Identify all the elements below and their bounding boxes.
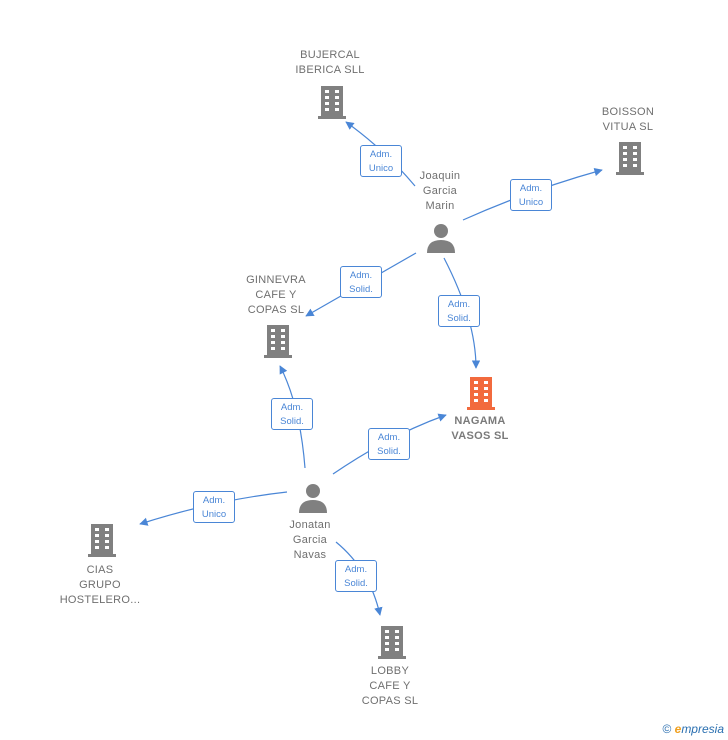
brand-initial: e bbox=[674, 722, 682, 736]
relation-type: Solid. bbox=[344, 578, 368, 589]
company-name-line: GINNEVRA bbox=[246, 274, 306, 286]
company-name-line: GRUPO bbox=[79, 579, 121, 591]
brand-name: mpresia bbox=[681, 722, 724, 736]
building-icon[interactable] bbox=[376, 624, 408, 660]
relation-role: Adm. bbox=[349, 270, 373, 281]
relation-box-joaquin-nagama[interactable]: Adm. Solid. bbox=[438, 295, 480, 327]
relation-type: Unico bbox=[518, 197, 544, 208]
relation-box-joaquin-boisson[interactable]: Adm. Unico bbox=[510, 179, 552, 211]
relation-type: Unico bbox=[201, 509, 227, 520]
person-name-line: Joaquin bbox=[419, 170, 461, 182]
building-icon[interactable] bbox=[86, 522, 118, 558]
company-name-line: COPAS SL bbox=[247, 304, 305, 316]
company-label-ginnevra[interactable]: GINNEVRA CAFE Y COPAS SL bbox=[246, 273, 306, 318]
relation-role: Adm. bbox=[447, 299, 471, 310]
relation-role: Adm. bbox=[369, 149, 393, 160]
company-name-line: COPAS SL bbox=[361, 695, 419, 707]
relation-type: Unico bbox=[368, 163, 394, 174]
company-name-line: HOSTELERO... bbox=[59, 594, 141, 606]
person-name-line: Navas bbox=[293, 549, 327, 561]
company-label-nagama[interactable]: NAGAMA VASOS SL bbox=[451, 414, 508, 444]
company-name-line: NAGAMA bbox=[454, 415, 506, 427]
person-icon[interactable] bbox=[298, 482, 328, 514]
company-label-lobby[interactable]: LOBBY CAFE Y COPAS SL bbox=[362, 664, 419, 709]
company-name-line: BUJERCAL bbox=[300, 49, 360, 61]
company-name-line: VITUA SL bbox=[602, 121, 654, 133]
relation-role: Adm. bbox=[202, 495, 226, 506]
relation-type: Solid. bbox=[377, 446, 401, 457]
relation-role: Adm. bbox=[377, 432, 401, 443]
building-icon[interactable] bbox=[316, 84, 348, 120]
person-label-joaquin[interactable]: Joaquin Garcia Marin bbox=[420, 169, 461, 214]
relation-type: Solid. bbox=[349, 284, 373, 295]
relation-box-jonatan-nagama[interactable]: Adm. Solid. bbox=[368, 428, 410, 460]
company-name-line: BOISSON bbox=[601, 106, 655, 118]
relation-role: Adm. bbox=[280, 402, 304, 413]
company-label-cias[interactable]: CIAS GRUPO HOSTELERO... bbox=[60, 563, 141, 608]
company-name-line: CAFE Y bbox=[369, 680, 411, 692]
relation-box-jonatan-ginnevra[interactable]: Adm. Solid. bbox=[271, 398, 313, 430]
person-icon[interactable] bbox=[426, 222, 456, 254]
company-name-line: VASOS SL bbox=[451, 430, 509, 442]
brand-footer[interactable]: © empresia bbox=[662, 722, 724, 736]
person-name-line: Marin bbox=[425, 200, 455, 212]
person-label-jonatan[interactable]: Jonatan Garcia Navas bbox=[289, 518, 330, 563]
relation-role: Adm. bbox=[519, 183, 543, 194]
relation-box-joaquin-ginnevra[interactable]: Adm. Solid. bbox=[340, 266, 382, 298]
building-icon[interactable] bbox=[262, 323, 294, 359]
company-name-line: CIAS bbox=[86, 564, 114, 576]
building-icon[interactable] bbox=[614, 140, 646, 176]
company-name-line: LOBBY bbox=[370, 665, 410, 677]
person-name-line: Garcia bbox=[422, 185, 458, 197]
relation-role: Adm. bbox=[344, 564, 368, 575]
company-name-line: IBERICA SLL bbox=[295, 64, 365, 76]
relation-type: Solid. bbox=[280, 416, 304, 427]
person-name-line: Jonatan bbox=[289, 519, 331, 531]
relation-box-jonatan-lobby[interactable]: Adm. Solid. bbox=[335, 560, 377, 592]
relation-type: Solid. bbox=[447, 313, 471, 324]
main-company-building-icon[interactable] bbox=[465, 375, 497, 411]
copyright-icon: © bbox=[662, 722, 672, 736]
company-label-boisson[interactable]: BOISSON VITUA SL bbox=[602, 105, 654, 135]
company-name-line: CAFE Y bbox=[255, 289, 297, 301]
relation-box-jonatan-cias[interactable]: Adm. Unico bbox=[193, 491, 235, 523]
relation-box-joaquin-bujercal[interactable]: Adm. Unico bbox=[360, 145, 402, 177]
person-name-line: Garcia bbox=[292, 534, 328, 546]
company-label-bujercal[interactable]: BUJERCAL IBERICA SLL bbox=[295, 48, 364, 78]
